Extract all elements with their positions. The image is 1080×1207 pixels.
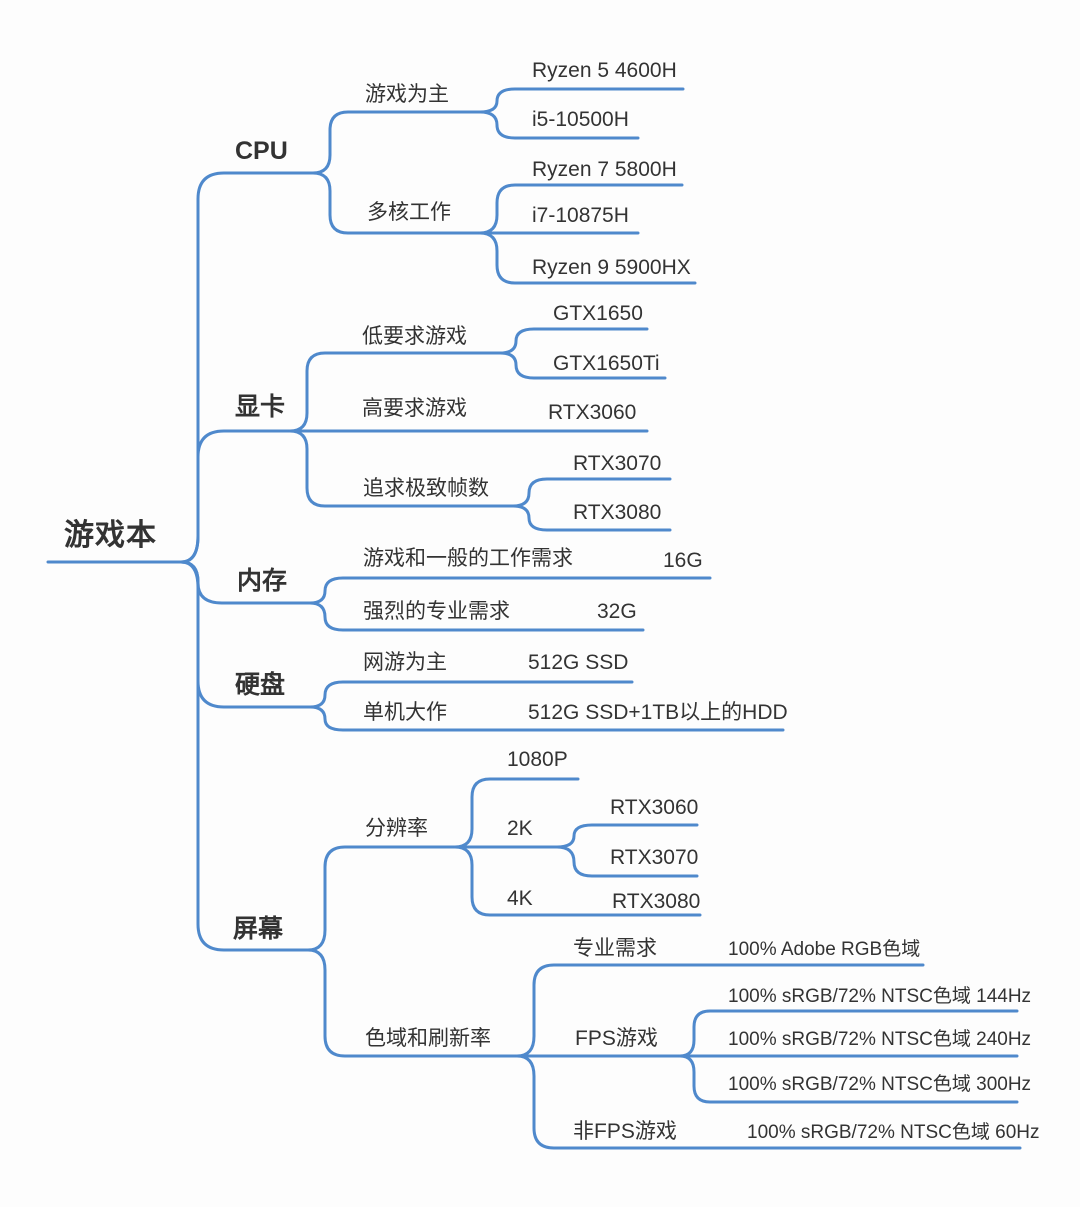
connector-low-gtx1650ti	[498, 351, 667, 380]
connector-2k-rtx3070	[555, 845, 699, 878]
connector-extreme-rtx3070	[511, 477, 672, 508]
resolution-1080p-node[interactable]: 1080P	[507, 748, 568, 771]
connector-root-screen	[179, 560, 310, 952]
resolution-2k-rtx3070-node[interactable]: RTX3070	[610, 846, 699, 869]
connector-gaming-r5	[478, 87, 685, 114]
disk-online-node[interactable]: 网游为主	[363, 651, 447, 674]
gamut-nonfps-node[interactable]: 非FPS游戏	[573, 1120, 677, 1143]
cpu-i5-10500h-node[interactable]: i5-10500H	[532, 108, 629, 131]
gpu-gtx1650-node[interactable]: GTX1650	[553, 302, 643, 325]
connector-gamut-pro	[515, 963, 925, 1058]
disk-online-value[interactable]: 512G SSD	[528, 651, 629, 674]
root-node[interactable]: 游戏本	[64, 519, 157, 552]
gpu-high-node[interactable]: 高要求游戏	[362, 397, 467, 420]
connector-disk-aaa	[308, 705, 785, 732]
connector-gpu-extreme	[288, 429, 515, 508]
connector-gpu-low	[288, 351, 502, 433]
connector-ram-pro	[308, 601, 645, 632]
gpu-rtx3070-node[interactable]: RTX3070	[573, 452, 662, 475]
gpu-node[interactable]: 显卡	[235, 393, 286, 421]
resolution-2k-node[interactable]: 2K	[507, 817, 533, 840]
resolution-4k-rtx3080-node[interactable]: RTX3080	[612, 890, 701, 913]
connector-extreme-rtx3080	[511, 504, 672, 532]
ram-pro-node[interactable]: 强烈的专业需求	[363, 600, 510, 623]
cpu-gaming-node[interactable]: 游戏为主	[365, 83, 449, 106]
gpu-low-node[interactable]: 低要求游戏	[362, 325, 467, 348]
connector-disk-online	[308, 680, 634, 709]
connector-2k-rtx3060	[555, 823, 699, 849]
gpu-high-rtx3060-node[interactable]: RTX3060	[548, 401, 637, 424]
connector-screen-gamut	[306, 948, 519, 1058]
screen-node[interactable]: 屏幕	[233, 915, 284, 943]
cpu-r7-5800h-node[interactable]: Ryzen 7 5800H	[532, 158, 677, 181]
resolution-2k-rtx3060-node[interactable]: RTX3060	[610, 796, 699, 819]
connector-fps-144hz	[678, 1009, 1019, 1058]
connector-screen-resolution	[306, 845, 457, 952]
gamut-fps-300hz-node[interactable]: 100% sRGB/72% NTSC色域 300Hz	[728, 1074, 1032, 1095]
ram-general-node[interactable]: 游戏和一般的工作需求	[363, 547, 573, 570]
gpu-gtx1650ti-node[interactable]: GTX1650Ti	[553, 352, 660, 375]
gpu-rtx3080-node[interactable]: RTX3080	[573, 501, 662, 524]
ram-pro-value[interactable]: 32G	[597, 600, 637, 623]
cpu-multicore-node[interactable]: 多核工作	[367, 201, 451, 224]
connector-multicore-r7	[478, 183, 684, 235]
gamut-fps-144hz-node[interactable]: 100% sRGB/72% NTSC色域 144Hz	[728, 986, 1032, 1007]
connector-cpu-gaming	[311, 110, 482, 175]
connector-cpu-multicore	[311, 171, 482, 235]
disk-node[interactable]: 硬盘	[235, 671, 286, 699]
connector-resolution-1080p	[453, 777, 580, 849]
gamut-fps-240hz-node[interactable]: 100% sRGB/72% NTSC色域 240Hz	[728, 1029, 1032, 1050]
cpu-i7-10875h-node[interactable]: i7-10875H	[532, 204, 629, 227]
connector-fps-300hz	[678, 1054, 1019, 1104]
cpu-r9-5900hx-node[interactable]: Ryzen 9 5900HX	[532, 256, 691, 279]
resolution-node[interactable]: 分辨率	[365, 817, 428, 840]
ram-general-value[interactable]: 16G	[663, 549, 703, 572]
connector-ram-general	[308, 576, 712, 605]
connector-multicore-r9	[478, 231, 697, 285]
ram-node[interactable]: 内存	[237, 567, 288, 595]
gamut-node[interactable]: 色域和刷新率	[365, 1027, 491, 1050]
connector-root-gpu	[179, 429, 292, 564]
gamut-nonfps-value[interactable]: 100% sRGB/72% NTSC色域 60Hz	[747, 1122, 1040, 1143]
disk-aaa-value[interactable]: 512G SSD+1TB以上的HDD	[528, 701, 788, 724]
resolution-4k-node[interactable]: 4K	[507, 887, 533, 910]
disk-aaa-node[interactable]: 单机大作	[363, 701, 447, 724]
connector-resolution-4k	[453, 845, 702, 917]
cpu-r5-4600h-node[interactable]: Ryzen 5 4600H	[532, 59, 677, 82]
connector-gaming-i5	[478, 110, 640, 140]
gamut-pro-node[interactable]: 专业需求	[573, 937, 657, 960]
connector-low-gtx1650	[498, 327, 649, 355]
cpu-node[interactable]: CPU	[235, 137, 288, 165]
gamut-pro-value[interactable]: 100% Adobe RGB色域	[728, 939, 921, 960]
gpu-extreme-node[interactable]: 追求极致帧数	[363, 477, 489, 500]
connector-root-cpu	[179, 171, 315, 564]
connector-gamut-nonfps	[515, 1054, 1022, 1150]
gamut-fps-node[interactable]: FPS游戏	[575, 1027, 658, 1050]
